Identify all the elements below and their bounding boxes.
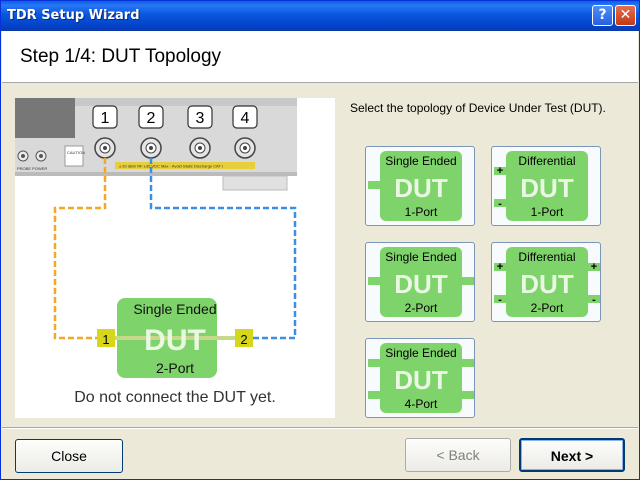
topology-icon: Single Ended DUT 2-Port: [368, 247, 474, 317]
diagram-svg: PROBE POWER CAUTION ± 20 dBm RF ±35 VDC …: [15, 98, 297, 378]
close-button[interactable]: Close: [15, 439, 123, 473]
topology-single-ended-1-port[interactable]: Single Ended DUT 1-Port: [365, 146, 475, 226]
minus-label-left: -: [498, 294, 502, 306]
back-button[interactable]: < Back: [405, 438, 511, 472]
dut-label: DUT: [144, 324, 206, 357]
port-number-4: 4: [232, 105, 258, 129]
svg-text:1: 1: [101, 110, 110, 127]
topology-differential-1-port[interactable]: + - Differential DUT 1-Port: [491, 146, 601, 226]
dut-port-b-label: 2: [240, 332, 247, 347]
probe-connector-2-pin: [39, 154, 43, 158]
footer-divider-highlight: [2, 428, 638, 429]
page-title: Step 1/4: DUT Topology: [20, 46, 222, 67]
instructions-text: Select the topology of Device Under Test…: [350, 101, 606, 115]
connection-note: Do not connect the DUT yet.: [74, 389, 276, 406]
topology-icon: Single Ended DUT 4-Port: [368, 343, 474, 413]
dut-port-a-tab: [97, 329, 115, 347]
topology-dut: DUT: [520, 269, 574, 299]
svg-text:2: 2: [147, 110, 156, 127]
footer-divider: [2, 427, 638, 428]
warning-strip: [115, 162, 255, 169]
dut-port-a-label: 1: [102, 332, 109, 347]
dut-ports-label: 2-Port: [156, 360, 194, 376]
plus-label: +: [497, 165, 503, 177]
topology-differential-2-port[interactable]: + - + - Differential DUT 2-Port: [491, 242, 601, 322]
topology-ports: 1-Port: [531, 205, 564, 219]
cable-port-1: [53, 158, 107, 340]
port-number-2: 2: [138, 105, 164, 129]
instrument-bottom-edge: [15, 172, 297, 176]
warning-strip-text: ± 20 dBm RF ±35 VDC Max · Avoid Static D…: [119, 164, 223, 169]
topology-icon: Single Ended DUT 1-Port: [368, 151, 462, 221]
help-button[interactable]: ?: [592, 5, 613, 26]
topology-single-ended-2-port[interactable]: Single Ended DUT 2-Port: [365, 242, 475, 322]
topology-ports: 1-Port: [405, 205, 438, 219]
dut-through-line: [115, 336, 235, 340]
minus-label: -: [498, 198, 502, 210]
plus-label-left: +: [497, 261, 503, 273]
topology-ports: 2-Port: [405, 301, 438, 315]
topology-icon: + - + - Differential DUT 2-Port: [494, 247, 600, 317]
caution-block: [64, 145, 84, 167]
port-connector-2: [140, 137, 162, 159]
topology-single-ended-4-port[interactable]: Single Ended DUT 4-Port: [365, 338, 475, 418]
caution-label: CAUTION: [67, 150, 85, 155]
port-number-3: 3: [187, 105, 213, 129]
instrument-display: [15, 98, 75, 138]
port-connector-3: [189, 137, 211, 159]
next-button[interactable]: Next >: [519, 438, 625, 472]
port-connector-1: [94, 137, 116, 159]
topology-type: Single Ended: [385, 154, 456, 168]
instrument-top-strip: [75, 98, 297, 106]
dut-type-label: Single Ended: [133, 301, 216, 317]
minus-label-right: -: [592, 294, 596, 306]
dut-port-b-tab: [235, 329, 253, 347]
probe-power-label: PROBE POWER: [17, 166, 47, 171]
cable-port-2: [149, 158, 297, 340]
probe-connector-1-pin: [21, 154, 25, 158]
plus-label-right: +: [591, 261, 597, 273]
wizard-header: Step 1/4: DUT Topology: [2, 31, 638, 83]
instrument-foot: [222, 175, 288, 191]
topology-dut: DUT: [520, 173, 574, 203]
topology-type: Single Ended: [385, 346, 456, 360]
topology-icon: + - Differential DUT 1-Port: [494, 151, 588, 221]
close-window-button[interactable]: ✕: [615, 5, 636, 26]
port-number-1: 1: [92, 105, 118, 129]
topology-type: Single Ended: [385, 250, 456, 264]
svg-text:4: 4: [241, 110, 250, 127]
topology-dut: DUT: [394, 269, 448, 299]
topology-type: Differential: [518, 154, 575, 168]
svg-text:3: 3: [196, 110, 205, 127]
window-title: TDR Setup Wizard: [7, 8, 140, 23]
topology-ports: 4-Port: [405, 397, 438, 411]
port-connector-4: [234, 137, 256, 159]
topology-dut: DUT: [394, 173, 448, 203]
topology-ports: 2-Port: [531, 301, 564, 315]
topology-type: Differential: [518, 250, 575, 264]
title-bar[interactable]: TDR Setup Wizard ? ✕: [1, 1, 639, 31]
connection-diagram: PROBE POWER CAUTION ± 20 dBm RF ±35 VDC …: [15, 98, 335, 418]
topology-dut: DUT: [394, 365, 448, 395]
